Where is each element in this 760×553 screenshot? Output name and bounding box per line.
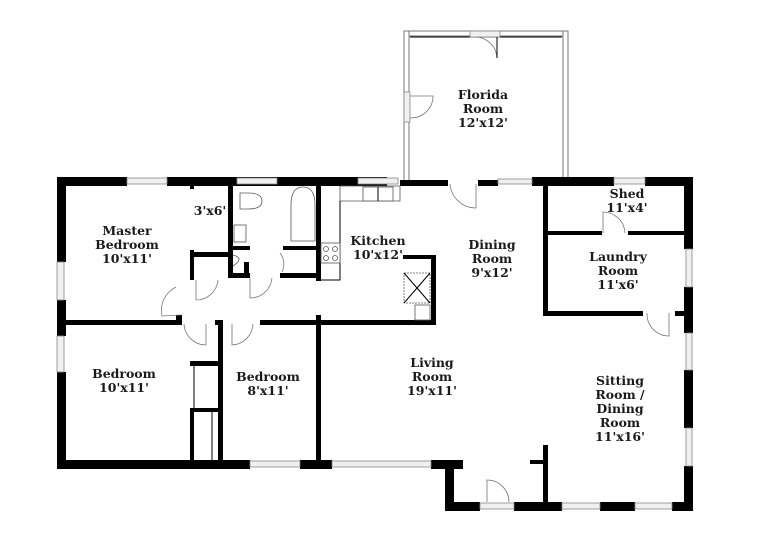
room-name: Kitchen — [350, 233, 406, 248]
room-name: Living — [410, 355, 454, 370]
room-name: Bedroom — [92, 366, 156, 381]
room-dimensions: 9'x12' — [471, 265, 513, 280]
room-name: Master — [102, 223, 152, 238]
kitchen-fixtures — [320, 185, 431, 321]
room-dimensions: 3'x6' — [193, 203, 227, 218]
room-label-dining-room: Dining Room 9'x12' — [468, 238, 515, 280]
florida-room-top-door[interactable] — [469, 30, 501, 59]
room-name: Florida — [457, 87, 509, 102]
interior-doors[interactable] — [161, 183, 670, 510]
room-name: Bedroom — [236, 369, 300, 384]
room-name: Dining — [468, 237, 516, 252]
room-dimensions: 10'x12' — [353, 247, 403, 262]
room-label-sitting-dining-room: Sitting Room / Dining Room 11'x16' — [595, 374, 645, 444]
florida-room-side-door[interactable] — [403, 91, 434, 123]
room-label-living-room: Living Room 19'x11' — [407, 356, 457, 398]
room-dimensions: 12'x12' — [458, 115, 508, 130]
room-name: Room — [411, 369, 453, 384]
room-name: Bedroom — [95, 237, 159, 252]
room-label-florida-room: Florida Room 12'x12' — [458, 88, 508, 130]
bathroom-fixtures — [232, 186, 316, 267]
room-name: Shed — [609, 186, 645, 201]
room-name: Room — [599, 415, 641, 430]
room-dimensions: 8'x11' — [247, 383, 289, 398]
room-name: Laundry — [589, 249, 647, 264]
room-label-shed: Shed 11'x4' — [606, 187, 647, 215]
room-dimensions: 10'x11' — [102, 251, 152, 266]
room-name: Room / — [595, 387, 645, 402]
room-dimensions: 11'x16' — [595, 429, 645, 444]
room-dimensions: 11'x6' — [597, 277, 639, 292]
room-label-bedroom-1: Bedroom 10'x11' — [92, 367, 156, 395]
room-name: Room — [471, 251, 513, 266]
room-label-bedroom-2: Bedroom 8'x11' — [236, 370, 300, 398]
room-name: Room — [597, 263, 639, 278]
room-name: Sitting — [596, 373, 644, 388]
room-label-laundry-room: Laundry Room 11'x6' — [589, 250, 647, 292]
room-dimensions: 10'x11' — [99, 380, 149, 395]
room-label-master-bedroom: Master Bedroom 10'x11' — [95, 224, 159, 266]
room-name: Room — [462, 101, 504, 116]
room-label-closet: 3'x6' — [194, 204, 227, 218]
windows — [56, 177, 693, 510]
room-dimensions: 19'x11' — [407, 383, 457, 398]
room-dimensions: 11'x4' — [606, 200, 648, 215]
room-name: Dining — [596, 401, 644, 416]
interior-walls — [66, 177, 686, 505]
room-label-kitchen: Kitchen 10'x12' — [350, 234, 405, 262]
